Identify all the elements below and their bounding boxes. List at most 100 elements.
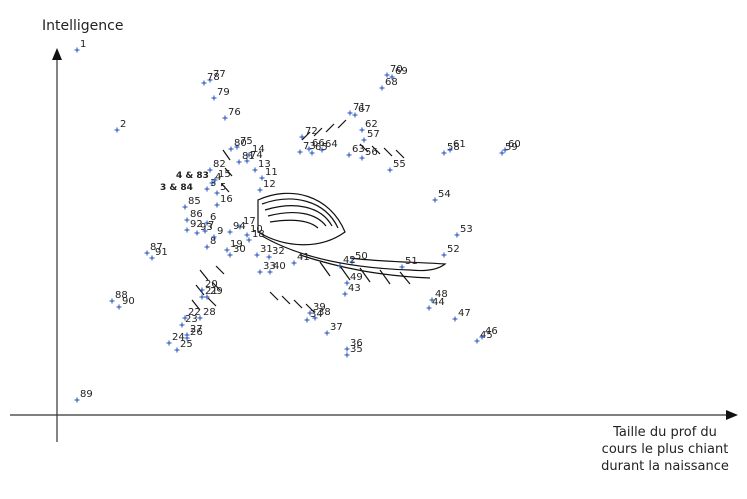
point-16-label: 16 (220, 194, 233, 205)
point-5-label: 5 (220, 182, 226, 193)
point-54: 54 (432, 189, 451, 203)
point-40-label: 40 (273, 261, 286, 272)
point-76: 76 (222, 107, 241, 121)
point-71-label: 71 (353, 102, 366, 113)
point-42-label: 42 (343, 255, 356, 266)
point-39: 39 (307, 302, 326, 316)
point-86-label: 86 (190, 209, 203, 220)
point-30: 30 (227, 244, 246, 258)
point-9-label: 9 (217, 226, 223, 237)
point-24-label: 24 (172, 332, 185, 343)
point-22-label: 22 (188, 307, 201, 318)
point-81-label: 81 (242, 151, 255, 162)
point-64-label: 64 (325, 139, 338, 150)
point-61-label: 61 (453, 139, 466, 150)
point-33-label: 33 (263, 261, 276, 272)
point-47-label: 47 (458, 308, 471, 319)
point-9: 9 (211, 226, 223, 240)
label-4-and-83: 4 & 83 (176, 171, 209, 181)
x-axis-arrow (726, 410, 738, 420)
point-66-label: 66 (312, 138, 325, 149)
point-1: 1 (74, 39, 86, 53)
point-2: 2 (114, 119, 126, 133)
point-35-label: 35 (350, 344, 363, 355)
point-79: 79 (211, 87, 230, 101)
point-68: 68 (379, 77, 398, 91)
point-85: 85 (182, 196, 201, 210)
x-axis-label-line-2: cours le plus chiant (601, 442, 729, 457)
point-94-label: 94 (233, 221, 246, 232)
point-74-label: 74 (250, 150, 263, 161)
point-46-label: 46 (485, 326, 498, 337)
point-20: 20 (199, 279, 218, 293)
point-35: 35 (344, 344, 363, 358)
point-25-label: 25 (180, 339, 193, 350)
point-50: 50 (349, 251, 368, 265)
point-13: 13 (252, 159, 271, 173)
point-5: 5 (214, 182, 226, 196)
point-18: 18 (246, 229, 265, 243)
point-43-label: 43 (348, 283, 361, 294)
point-89: 89 (74, 389, 93, 403)
point-52: 52 (441, 244, 460, 258)
point-25: 25 (174, 339, 193, 353)
point-32: 32 (266, 246, 285, 260)
point-53-label: 53 (460, 224, 473, 235)
point-22: 22 (182, 307, 201, 321)
point-80-label: 80 (234, 138, 247, 149)
point-34-label: 34 (310, 309, 323, 320)
point-59: 59 (499, 142, 518, 156)
point-4: 4 (209, 172, 221, 186)
point-1-label: 1 (80, 39, 86, 50)
point-23-label: 23 (185, 314, 198, 325)
point-78-label: 78 (207, 72, 220, 83)
point-14-label: 14 (252, 144, 265, 155)
point-13-label: 13 (258, 159, 271, 170)
point-57-label: 57 (367, 129, 380, 140)
point-47: 47 (452, 308, 471, 322)
point-7: 7 (202, 220, 214, 234)
point-49-label: 49 (350, 272, 363, 283)
point-73-label: 73 (303, 141, 316, 152)
point-11-label: 11 (265, 167, 278, 178)
point-69-label: 69 (395, 66, 408, 77)
point-15-label: 15 (218, 169, 231, 180)
point-61: 61 (447, 139, 466, 153)
point-68-label: 68 (385, 77, 398, 88)
point-51: 51 (399, 256, 418, 270)
point-88: 88 (109, 290, 128, 304)
point-45: 45 (474, 330, 493, 344)
point-49: 49 (344, 272, 363, 286)
point-71: 71 (347, 102, 366, 116)
point-79-label: 79 (217, 87, 230, 98)
point-94: 94 (227, 221, 246, 235)
point-78: 78 (201, 72, 220, 86)
point-51-label: 51 (405, 256, 418, 267)
x-axis-label: Taille du prof du cours le plus chiant d… (590, 424, 740, 475)
point-33: 33 (257, 261, 276, 275)
point-6-label: 6 (210, 212, 216, 223)
point-41-label: 41 (297, 252, 310, 263)
point-41: 41 (291, 252, 310, 266)
point-24: 24 (166, 332, 185, 346)
point-2-label: 2 (120, 119, 126, 130)
point-19-label: 19 (230, 239, 243, 250)
point-91-label: 91 (155, 247, 168, 258)
point-48: 48 (429, 289, 448, 303)
point-20-label: 20 (205, 279, 218, 290)
point-85-label: 85 (188, 196, 201, 207)
point-28-label: 28 (203, 307, 216, 318)
point-10: 10 (244, 224, 263, 238)
point-77-label: 77 (213, 69, 226, 80)
point-4-label: 4 (215, 172, 221, 183)
point-42: 42 (337, 255, 356, 269)
point-81: 81 (236, 151, 255, 165)
point-56-label: 56 (365, 147, 378, 158)
point-21: 21 (199, 286, 218, 300)
point-76-label: 76 (228, 107, 241, 118)
point-87: 87 (144, 242, 163, 256)
point-72-label: 72 (305, 126, 318, 137)
point-62: 62 (359, 119, 378, 133)
point-89-label: 89 (80, 389, 93, 400)
